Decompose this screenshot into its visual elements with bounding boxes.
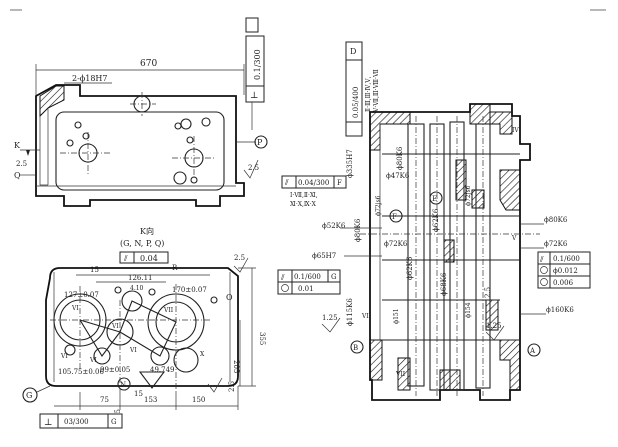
dim-410: 4.10 xyxy=(130,285,144,292)
left-frame-value-2: 0.01 xyxy=(298,285,314,293)
dim-170: 170±0.07 xyxy=(172,286,207,294)
rough-125b: 1.25 xyxy=(486,322,502,330)
svg-text:VI: VI xyxy=(71,305,79,312)
rough-a: 2.5 xyxy=(16,160,27,168)
svg-text:⫽: ⫽ xyxy=(539,255,544,264)
left-frame-value-1: 0.1/600 xyxy=(294,273,321,281)
svg-text:VI: VI xyxy=(89,357,97,364)
rough-top: 2.5 xyxy=(234,254,245,262)
top-view: 670 2-ϕ18H7 0. xyxy=(14,17,268,207)
label-a: A xyxy=(529,347,536,355)
dim-127: 127±0.07 xyxy=(64,291,99,299)
svg-text:VII: VII xyxy=(163,307,174,314)
datum-q: Q xyxy=(14,171,21,180)
dim-205: 205 xyxy=(232,360,240,373)
section-view: D 0.05/400 Ⅱ·Ⅲ,Ⅲ·Ⅳ,Ⅴ, Ⅴ·Ⅶ,Ⅲ·Ⅷ·Ⅶ xyxy=(277,41,591,401)
left-frame-datum: G xyxy=(331,273,337,281)
flat-symbol: ⫽ xyxy=(123,254,128,263)
right-frame-value-2: ϕ0.012 xyxy=(553,267,578,275)
right-frame-value-3: 0.006 xyxy=(553,279,574,287)
f-frame-datum: F xyxy=(337,179,342,187)
frame-value: 0.1/300 xyxy=(253,49,262,80)
bottom-housing-outline xyxy=(45,267,239,387)
dim-126: 126.11 xyxy=(128,274,153,282)
roman-vii: VII xyxy=(395,371,406,378)
flatness-frame xyxy=(133,251,169,264)
dia-7232: ϕ72js6 xyxy=(375,195,382,216)
datum-p: P xyxy=(257,138,263,147)
dia-65: ϕ65H7 xyxy=(312,252,336,260)
dia-72s: ϕ72js6 xyxy=(465,185,472,206)
dia-62b: ϕ62K6 xyxy=(432,208,440,232)
dim-15b: 15 xyxy=(134,390,143,398)
roman-iv: IV xyxy=(512,127,519,134)
left-boss-section xyxy=(39,85,65,118)
datum-g: G xyxy=(26,391,32,400)
dia-68: ϕ68K6 xyxy=(440,272,448,296)
f-frame-value: 0.04/300 xyxy=(298,179,329,187)
bottom-view: K向 (G, N, P, Q) ⫽ 0.04 2.5 15 126.11 R 1… xyxy=(22,226,266,429)
label-o: O xyxy=(226,293,233,302)
dim-49: 49.749 xyxy=(150,366,175,374)
dia-335: ϕ335H7 xyxy=(346,149,354,178)
svg-text:X: X xyxy=(200,351,205,358)
dia-80b: ϕ80K6 xyxy=(354,218,362,242)
dia-115: ϕ115K6 xyxy=(346,298,354,326)
svg-text:VI: VI xyxy=(129,347,137,354)
dia-151: ϕ151 xyxy=(393,308,400,324)
dim-105: 105.75±0.06 xyxy=(58,368,104,376)
dim-75: 75 xyxy=(100,396,109,404)
view-subtitle: (G, N, P, Q) xyxy=(120,239,164,248)
dim-150: 150 xyxy=(192,396,205,404)
dim-670: 670 xyxy=(140,59,157,69)
flat-value: 0.04 xyxy=(140,254,158,263)
dia-52: ϕ52K6 xyxy=(322,222,346,230)
perp-symbol: ⊥ xyxy=(44,418,52,428)
datum-k: K xyxy=(14,141,21,150)
dia-72a: ϕ72K6 xyxy=(544,240,568,248)
dia-160: ϕ160K6 xyxy=(546,306,574,314)
d-roman-1: Ⅱ·Ⅲ,Ⅲ·Ⅳ,Ⅴ, xyxy=(365,76,372,112)
label-f: F xyxy=(392,213,397,221)
dia-80k: ϕ80K6 xyxy=(544,216,568,224)
rough-125a: 1.25 xyxy=(322,314,338,322)
dim-355: 355 xyxy=(258,332,266,345)
rough-right: 2.5 xyxy=(228,381,236,392)
rough-25: 2.5 xyxy=(484,287,492,298)
dia-47: ϕ47K6 xyxy=(386,172,410,180)
perp-value: 03/300 xyxy=(64,418,89,426)
dia-154: ϕ154 xyxy=(465,302,472,318)
f-roman-1: Ⅰ·Ⅶ,Ⅱ·Ⅺ, xyxy=(290,192,318,199)
dia-62: ϕ62K6 xyxy=(406,256,414,280)
housing-outline xyxy=(35,84,245,207)
label-e: E xyxy=(432,195,437,203)
frame-symbol: ⊥ xyxy=(250,91,258,101)
svg-text:VI: VI xyxy=(60,353,68,360)
roman-vi: VI xyxy=(361,313,369,320)
dim-153: 153 xyxy=(144,396,157,404)
d-frame-value: 0.05/400 xyxy=(352,87,360,118)
d-frame-datum: D xyxy=(350,47,356,56)
d-roman-2: Ⅴ·Ⅶ,Ⅲ·Ⅷ·Ⅶ xyxy=(373,69,380,113)
dia-80a: ϕ80K6 xyxy=(396,146,404,170)
dim-99: 99±0.05 xyxy=(100,366,130,374)
perp-datum: G xyxy=(111,418,117,426)
svg-text:VI: VI xyxy=(111,323,119,330)
right-frame-value-1: 0.1/600 xyxy=(553,255,580,263)
label-b: B xyxy=(353,344,358,352)
hole-label: 2-ϕ18H7 xyxy=(72,74,108,83)
roman-v: V xyxy=(511,235,517,242)
view-title: K向 xyxy=(140,226,154,236)
svg-text:⫽: ⫽ xyxy=(280,273,285,282)
dim-15: 15 xyxy=(90,266,99,274)
rough-b: 2.5 xyxy=(248,164,259,172)
f-roman-2: Ⅺ·Ⅹ,Ⅸ·Ⅹ xyxy=(290,201,317,208)
datum-n: N xyxy=(120,381,126,389)
dia-72: ϕ72K6 xyxy=(384,240,408,248)
svg-text:⫽: ⫽ xyxy=(284,178,289,187)
